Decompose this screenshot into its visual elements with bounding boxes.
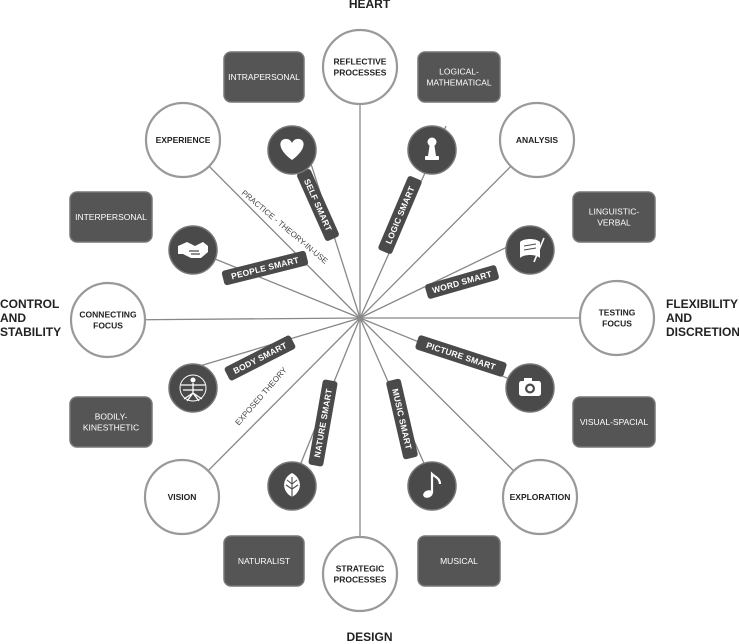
circle-label: PROCESSES: [334, 68, 387, 78]
spoke-line: [359, 317, 541, 498]
label-self-smart: SELF SMART: [297, 169, 339, 241]
scroll-quill-icon: [505, 225, 555, 275]
box-label: LOGICAL-: [439, 67, 479, 77]
spoke-line: [359, 235, 531, 319]
svg-text:LOGIC SMART: LOGIC SMART: [383, 184, 417, 245]
box-logical-mathematical: LOGICAL-MATHEMATICAL: [417, 51, 501, 103]
box-label: MATHEMATICAL: [426, 78, 492, 88]
handshake-icon: [168, 225, 218, 275]
box-label: BODILY-: [95, 412, 128, 422]
svg-text:PICTURE SMART: PICTURE SMART: [425, 340, 498, 372]
circle-label: CONNECTING: [79, 310, 137, 320]
circle-label: STRATEGIC: [336, 564, 384, 574]
concept-circles: REFLECTIVEPROCESSESANALYSISTESTINGFOCUSE…: [69, 28, 656, 613]
circle-vision: VISION: [143, 458, 221, 536]
spoke-line: [181, 317, 361, 498]
circle-analysis: ANALYSIS: [498, 101, 576, 179]
circle-label: VISION: [168, 492, 197, 502]
circle-label: PROCESSES: [334, 575, 387, 585]
intelligence-boxes: INTRAPERSONAL LOGICAL-MATHEMATICAL INTERPE…: [69, 51, 656, 587]
circle-label: FOCUS: [93, 321, 123, 331]
label-word-smart: WORD SMART: [425, 265, 499, 299]
box-bodily-kinesthetic: BODILY-KINESTHETIC: [69, 396, 153, 448]
circle-exploration: EXPLORATION: [501, 458, 579, 536]
box-linguistic-verbal: LINGUISTIC-VERBAL: [572, 191, 656, 243]
circle-label: REFLECTIVE: [334, 57, 387, 67]
box-label: INTERPERSONAL: [75, 212, 147, 222]
box-naturalist: NATURALIST: [223, 535, 305, 587]
label-music-smart: MUSIC SMART: [386, 378, 418, 460]
spoke-line: [359, 139, 538, 319]
axis-label-flexibility-discretion: FLEXIBILITY AND DISCRETION: [666, 297, 739, 339]
music-note-icon: [407, 461, 457, 511]
axis-label-design: DESIGN: [346, 630, 393, 644]
camera-icon: [505, 363, 555, 413]
box-label: MUSICAL: [440, 556, 478, 566]
svg-text:NATURE SMART: NATURE SMART: [312, 387, 334, 458]
label-picture-smart: PICTURE SMART: [415, 335, 507, 377]
chess-pawn-icon: [407, 125, 457, 175]
spoke-line: [192, 249, 361, 319]
annotations: PRACTICE - THEORY-IN-USE EXPOSED THEORY: [233, 188, 329, 427]
heart-icon: [267, 125, 317, 175]
spoke-line: [108, 317, 361, 321]
circle-label: EXPERIENCE: [156, 135, 211, 145]
circle-label: EXPLORATION: [510, 492, 571, 502]
label-nature-smart: NATURE SMART: [308, 379, 338, 467]
box-label: VISUAL-SPACIAL: [580, 417, 649, 427]
circle-label: FOCUS: [602, 319, 632, 329]
circle-label: TESTING: [599, 308, 636, 318]
box-label: KINESTHETIC: [83, 423, 139, 433]
leaf-icon: [267, 461, 317, 511]
box-intrapersonal: INTRAPERSONAL: [223, 51, 305, 103]
box-visual-spacial: VISUAL-SPACIAL: [572, 396, 656, 448]
axis-label-heart: HEART: [348, 0, 391, 11]
svg-text:MUSIC SMART: MUSIC SMART: [390, 388, 414, 451]
box-interpersonal: INTERPERSONAL: [69, 191, 153, 243]
circle-experience: EXPERIENCE: [144, 101, 222, 179]
box-label: NATURALIST: [238, 556, 290, 566]
label-logic-smart: LOGIC SMART: [378, 176, 422, 254]
spoke-line: [182, 139, 361, 319]
smart-icons: [168, 125, 555, 511]
box-label: VERBAL: [597, 218, 631, 228]
circle-label: ANALYSIS: [516, 135, 559, 145]
box-label: INTRAPERSONAL: [228, 72, 300, 82]
vitruvian-man-icon: [168, 363, 218, 413]
axis-label-control-stability: CONTROL AND STABILITY: [0, 297, 62, 339]
box-label: LINGUISTIC-: [589, 207, 640, 217]
box-musical: MUSICAL: [417, 535, 501, 587]
label-people-smart: PEOPLE SMART: [221, 250, 309, 286]
